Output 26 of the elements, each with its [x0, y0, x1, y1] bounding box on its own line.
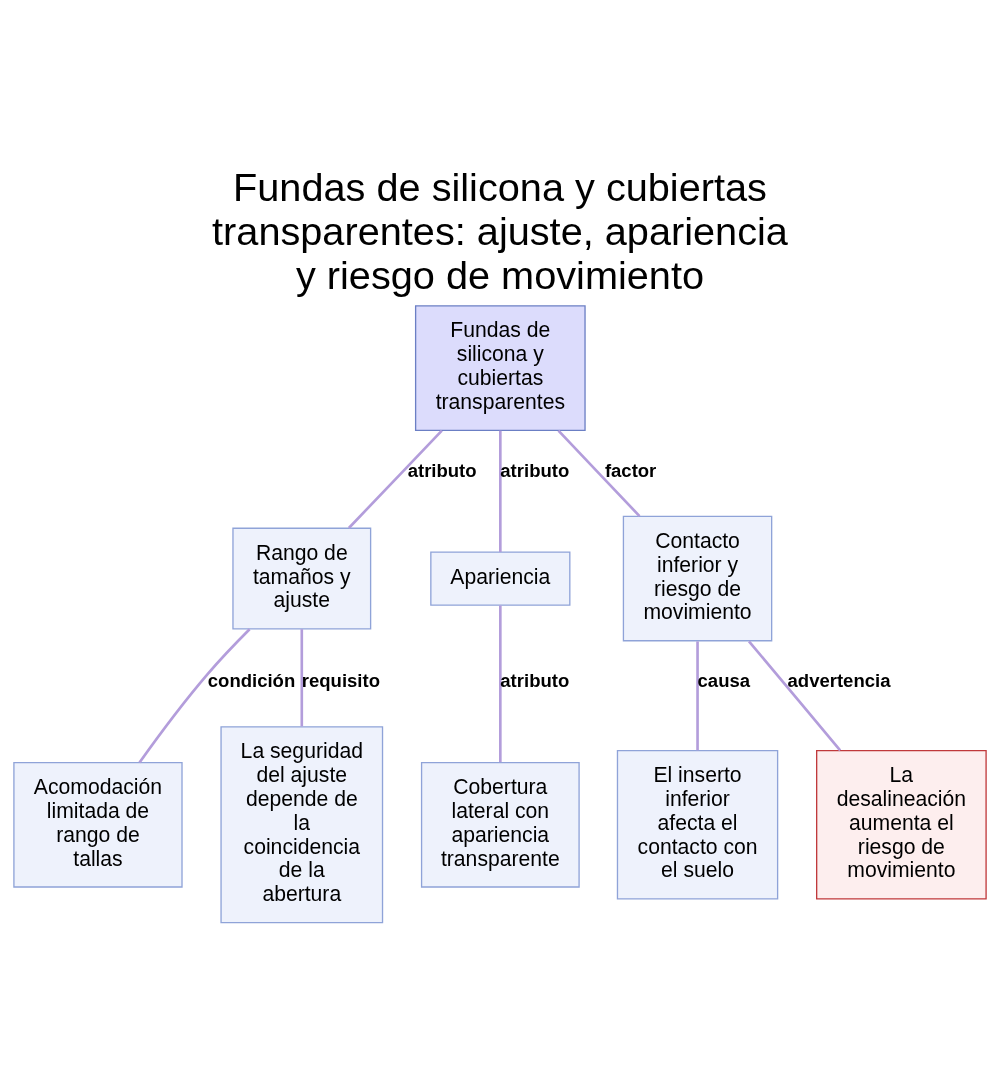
node-box: Cobertura lateral con apariencia transparente	[420, 761, 580, 888]
node-box: Apariencia	[430, 550, 571, 606]
connector	[300, 628, 304, 726]
connector	[499, 430, 502, 552]
connector	[557, 429, 641, 517]
edge-label: atributo	[500, 459, 570, 481]
node-box: Contacto inferior y riesgo de movimiento	[622, 515, 773, 641]
connector	[499, 605, 502, 762]
edge-label: requisito	[301, 669, 380, 691]
connector	[696, 640, 699, 750]
diagram-title: Fundas de silicona y cubiertas transparentes: ajuste, apariencia y riesgo de movimiento	[212, 164, 788, 297]
edge-label: condición	[207, 669, 296, 691]
node-box: Rango de tamaños y ajuste	[232, 527, 372, 630]
edge-label: atributo	[407, 459, 477, 481]
edge-label: atributo	[500, 669, 570, 691]
connector	[347, 429, 443, 529]
node-box: Acomodación limitada de rango de tallas	[13, 761, 183, 888]
connector	[747, 640, 842, 751]
node-box: La desalineación aumenta el riesgo de movimiento	[816, 749, 987, 900]
edge-label: factor	[604, 459, 657, 481]
node-box: El inserto inferior afecta el contacto con el suelo	[616, 749, 779, 900]
node-box: Fundas de silicona y cubiertas transparentes	[414, 304, 586, 431]
edge-label: causa	[697, 669, 751, 691]
node-box: La seguridad del ajuste depende de la coincidencia de la abertura	[220, 725, 384, 923]
edge-label: advertencia	[787, 669, 891, 691]
connector	[138, 627, 251, 763]
